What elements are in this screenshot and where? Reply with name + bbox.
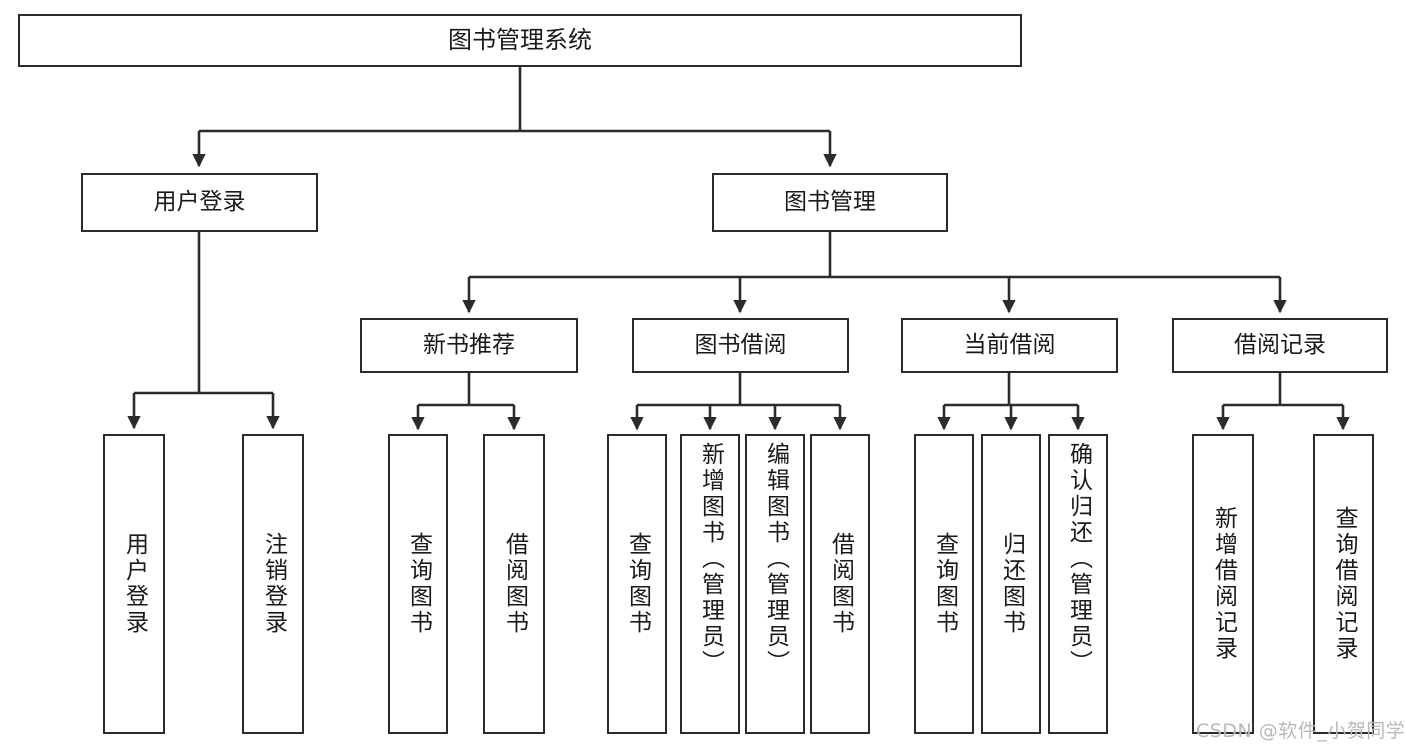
- node-leaf-add-borrow-record-label: 新增借阅记录: [1210, 506, 1237, 662]
- node-borrow-record-label: 借阅记录: [1234, 332, 1326, 359]
- node-leaf-borrow-book-2-label: 借阅图书: [827, 532, 854, 636]
- node-leaf-user-login-label: 用户登录: [121, 532, 148, 636]
- node-leaf-logout-login[interactable]: 注销登录: [242, 434, 304, 734]
- node-user-login-label: 用户登录: [153, 189, 246, 216]
- node-leaf-query-book-1[interactable]: 查询图书: [388, 434, 448, 734]
- node-book-borrow[interactable]: 图书借阅: [632, 318, 849, 373]
- node-book-management[interactable]: 图书管理: [712, 173, 948, 232]
- node-leaf-query-book-3[interactable]: 查询图书: [914, 434, 974, 734]
- node-leaf-borrow-book-2[interactable]: 借阅图书: [810, 434, 870, 734]
- node-leaf-borrow-book-1[interactable]: 借阅图书: [483, 434, 545, 734]
- node-leaf-confirm-return-admin[interactable]: 确认归还（管理员）: [1048, 434, 1108, 734]
- node-leaf-query-book-1-label: 查询图书: [405, 532, 432, 636]
- node-new-book-recommend[interactable]: 新书推荐: [360, 318, 578, 373]
- node-root[interactable]: 图书管理系统: [18, 14, 1022, 67]
- node-leaf-confirm-return-admin-label: 确认归还（管理员）: [1065, 442, 1092, 676]
- csdn-watermark: CSDN @软件_小贺同学: [1196, 720, 1405, 742]
- node-leaf-borrow-book-1-label: 借阅图书: [501, 532, 528, 636]
- node-current-borrow[interactable]: 当前借阅: [901, 318, 1118, 373]
- node-leaf-return-book-label: 归还图书: [998, 532, 1025, 636]
- node-new-book-recommend-label: 新书推荐: [423, 332, 515, 359]
- node-leaf-logout-login-label: 注销登录: [260, 532, 287, 636]
- node-leaf-query-book-2-label: 查询图书: [624, 532, 651, 636]
- node-user-login[interactable]: 用户登录: [81, 173, 318, 232]
- node-current-borrow-label: 当前借阅: [963, 332, 1056, 359]
- node-leaf-edit-book-admin[interactable]: 编辑图书（管理员）: [745, 434, 805, 734]
- node-leaf-user-login[interactable]: 用户登录: [103, 434, 165, 734]
- node-leaf-edit-book-admin-label: 编辑图书（管理员）: [762, 442, 789, 676]
- node-leaf-query-book-2[interactable]: 查询图书: [607, 434, 667, 734]
- node-book-borrow-label: 图书借阅: [694, 332, 787, 359]
- node-leaf-query-borrow-record-label: 查询借阅记录: [1331, 506, 1357, 662]
- node-leaf-add-book-admin[interactable]: 新增图书（管理员）: [680, 434, 740, 734]
- node-book-management-label: 图书管理: [784, 189, 876, 216]
- node-leaf-add-borrow-record[interactable]: 新增借阅记录: [1192, 434, 1254, 734]
- node-leaf-add-book-admin-label: 新增图书（管理员）: [697, 442, 724, 676]
- node-borrow-record[interactable]: 借阅记录: [1172, 318, 1388, 373]
- node-leaf-return-book[interactable]: 归还图书: [981, 434, 1041, 734]
- node-leaf-query-borrow-record[interactable]: 查询借阅记录: [1313, 434, 1374, 734]
- node-leaf-query-book-3-label: 查询图书: [931, 532, 958, 636]
- node-root-label: 图书管理系统: [448, 25, 592, 54]
